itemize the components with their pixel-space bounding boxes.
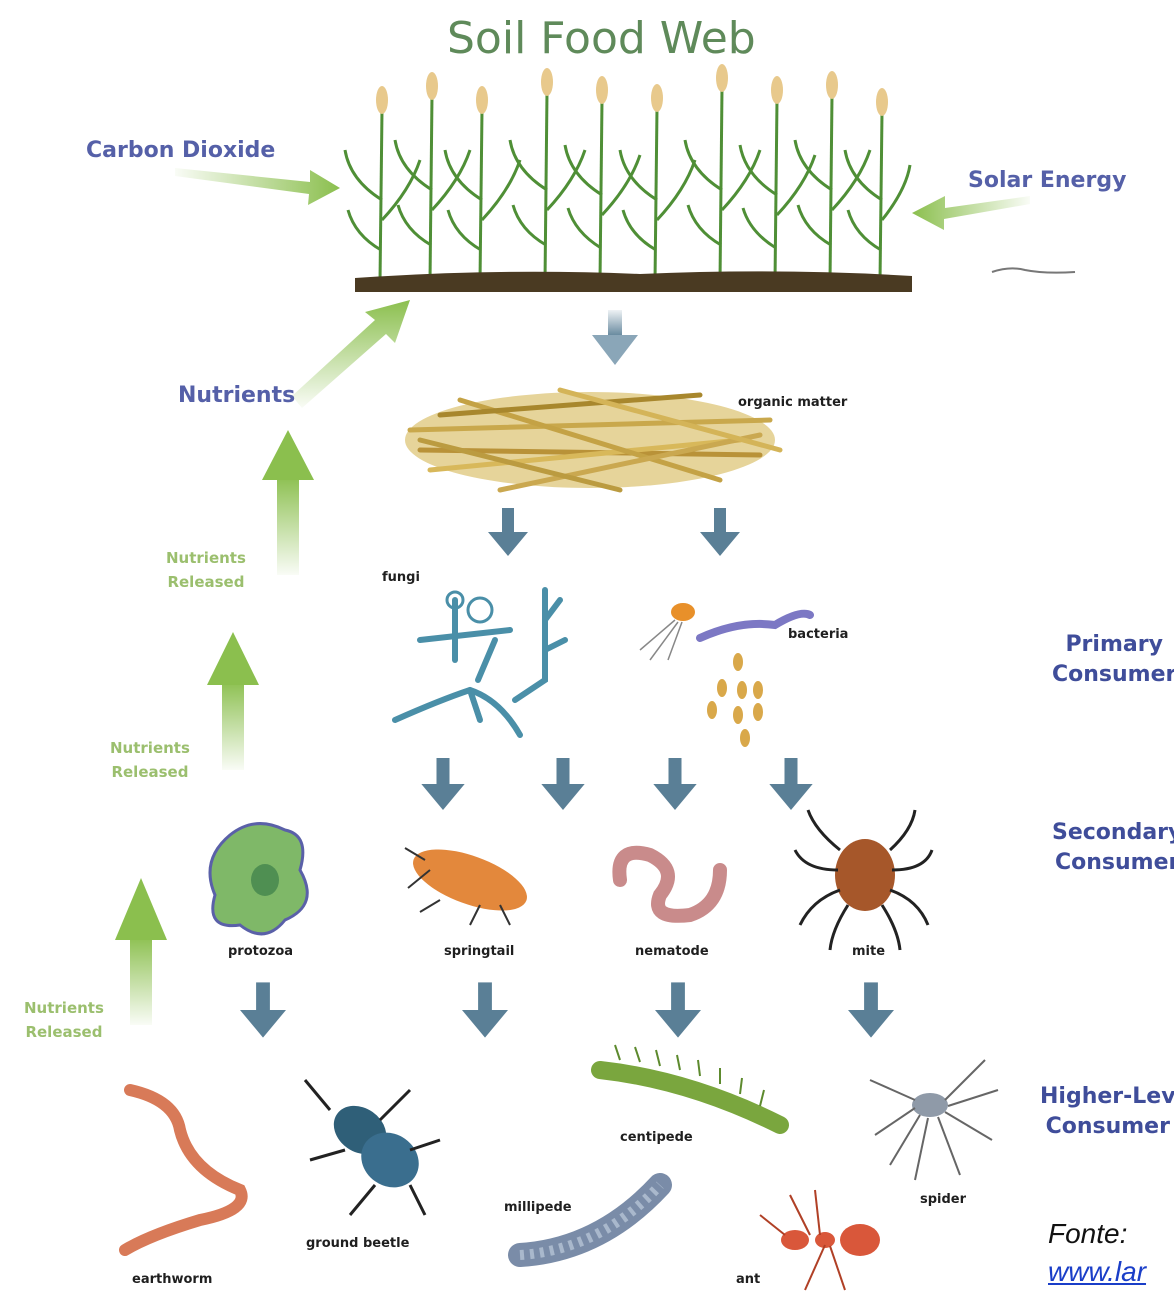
solar-energy-arrow xyxy=(912,196,1030,230)
organic-to-bacteria-arrow xyxy=(700,508,740,556)
carbon-dioxide-label: Carbon Dioxide xyxy=(86,138,275,163)
nutrients-released-label-1: NutrientsReleased xyxy=(166,546,246,594)
bacteria-illustration xyxy=(640,603,810,747)
primary-consumer-label: PrimaryConsumer xyxy=(1052,630,1174,690)
millipede-illustration xyxy=(520,1185,660,1255)
bacteria-to-nematode-arrow xyxy=(653,758,696,810)
nematode-down-arrow xyxy=(655,982,701,1037)
springtail-label: springtail xyxy=(444,944,514,959)
nutrients-released-label-2: NutrientsReleased xyxy=(110,736,190,784)
nutrients-label: Nutrients xyxy=(178,383,295,408)
nutrients-released-arrow-2 xyxy=(207,632,259,770)
ground-beetle-illustration xyxy=(305,1080,440,1215)
ground-beetle-label: ground beetle xyxy=(306,1236,409,1251)
organic-to-fungi-arrow xyxy=(488,508,528,556)
protozoa-illustration xyxy=(210,824,307,934)
source-label: Fonte: xyxy=(1048,1218,1127,1250)
earthworm-illustration xyxy=(125,1090,242,1250)
solar-energy-label: Solar Energy xyxy=(968,168,1126,193)
fungi-to-springtail-arrow xyxy=(421,758,464,810)
fungi-label: fungi xyxy=(382,570,420,585)
corn-plants xyxy=(345,64,912,292)
carbon-dioxide-arrow xyxy=(175,168,340,205)
nematode-illustration xyxy=(619,853,720,916)
higher-level-consumer-label: Higher-LevConsumer xyxy=(1040,1082,1174,1142)
source-link[interactable]: www.lar xyxy=(1048,1256,1146,1288)
organic-matter-label: organic matter xyxy=(738,395,847,410)
plants-to-organic-matter-arrow xyxy=(592,310,638,365)
bacteria-to-mite-arrow xyxy=(769,758,812,810)
diagram-title: Soil Food Web xyxy=(447,13,756,64)
mite-down-arrow xyxy=(848,982,894,1037)
millipede-label: millipede xyxy=(504,1200,572,1215)
secondary-consumer-label: SecondaryConsumer xyxy=(1052,818,1174,878)
nutrients-released-label-3: NutrientsReleased xyxy=(24,996,104,1044)
nutrients-arrow xyxy=(292,300,410,408)
protozoa-label: protozoa xyxy=(228,944,293,959)
earthworm-label: earthworm xyxy=(132,1272,212,1287)
fungi-illustration xyxy=(395,590,565,735)
fungi-to-nematode-arrow xyxy=(541,758,584,810)
mite-label: mite xyxy=(852,944,885,959)
nutrients-released-arrow-3 xyxy=(115,878,167,1025)
springtail-illustration xyxy=(405,837,535,925)
centipede-illustration xyxy=(600,1045,780,1125)
organic-matter-illustration xyxy=(405,390,780,490)
nutrients-released-arrow-1 xyxy=(262,430,314,575)
spider-label: spider xyxy=(920,1192,966,1207)
ant-illustration xyxy=(760,1190,880,1290)
bacteria-label: bacteria xyxy=(788,627,848,642)
centipede-label: centipede xyxy=(620,1130,693,1145)
protozoa-down-arrow xyxy=(240,982,286,1037)
nematode-label: nematode xyxy=(635,944,709,959)
mite-illustration xyxy=(795,810,932,950)
spider-illustration xyxy=(870,1060,998,1180)
ant-label: ant xyxy=(736,1272,760,1287)
springtail-down-arrow xyxy=(462,982,508,1037)
